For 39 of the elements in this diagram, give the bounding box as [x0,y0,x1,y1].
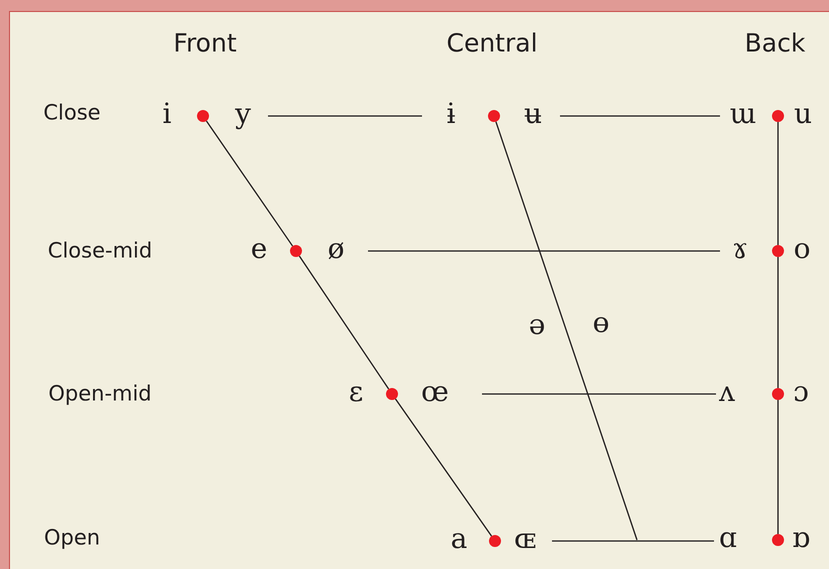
row-label: Open-mid [48,384,152,404]
vowel-symbol: ɑ [719,524,737,552]
vowel-symbol: u [794,100,812,128]
vowel-symbol: ɯ [730,100,756,128]
vowel-symbol: i [162,100,172,128]
chart-line [777,400,779,534]
chart-line [777,122,779,245]
chart-line [368,250,720,252]
chart-line [495,121,638,540]
vowel-symbol: ɶ [514,525,536,553]
column-header: Central [446,30,538,56]
column-header: Front [173,30,237,56]
vowel-symbol: ʌ [719,378,735,406]
vowel-symbol: a [450,525,468,553]
chart-line [394,398,492,536]
vowel-symbol: œ [421,378,449,406]
vowel-symbol: ɤ [732,235,748,263]
vowel-symbol: ɨ [446,100,456,128]
row-label: Close [43,102,101,124]
vowel-symbol: y [235,100,251,128]
vowel-symbol: ɔ [793,378,809,406]
vowel-symbol: o [794,235,810,263]
vowel-symbol: ø [328,235,344,263]
chart-line [268,115,422,117]
chart-line [552,540,714,542]
vowel-symbol: ɒ [792,524,810,552]
chart-line [298,256,390,390]
vowel-symbol: ʉ [524,100,542,128]
vowel-symbol: ə [528,311,546,339]
vowel-symbol: e [250,235,268,263]
chart-line [777,257,779,388]
chart-line [560,115,720,117]
vowel-symbol: ɛ [348,378,364,406]
row-label: Close-mid [48,240,152,262]
chart-line [206,120,294,246]
row-label: Open [44,528,100,548]
vowel-symbol: ɵ [592,309,610,337]
chart-line [482,393,716,395]
column-header: Back [744,30,806,56]
